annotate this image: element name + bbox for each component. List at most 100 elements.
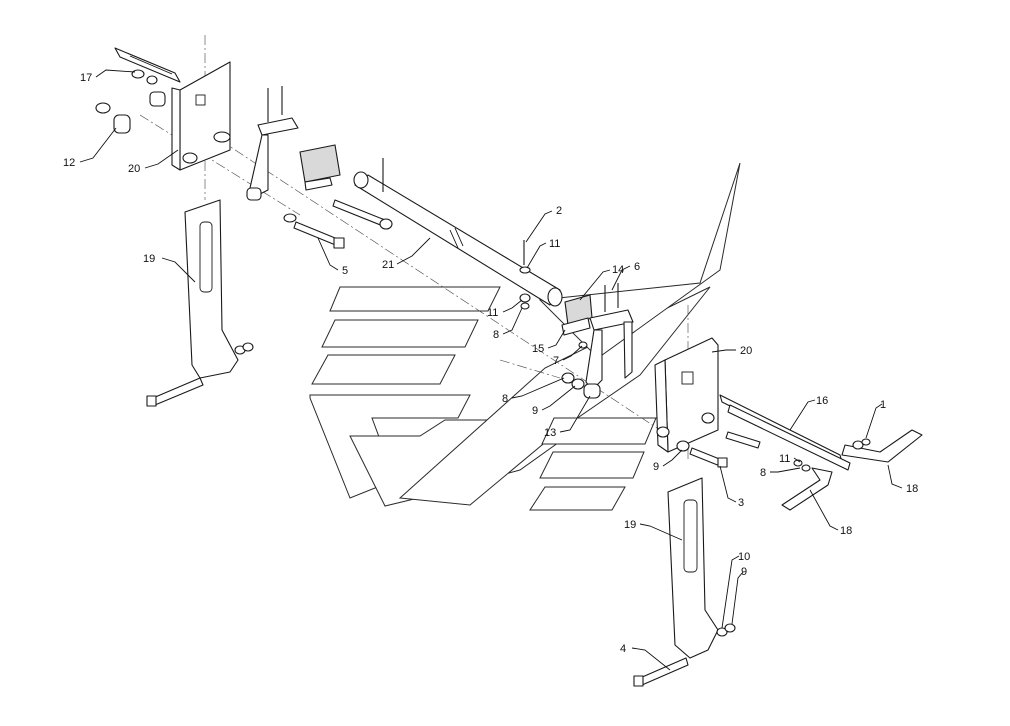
pin-left-1 — [213, 131, 231, 143]
washer-small-left[interactable] — [131, 69, 145, 79]
callout-5: 5 — [342, 265, 348, 277]
nut-arm-19-left[interactable] — [242, 342, 254, 352]
arm-19-left — [146, 199, 254, 407]
washer-11-mid[interactable] — [519, 293, 531, 303]
callout-18-lower: 18 — [840, 525, 852, 537]
leader-1 — [865, 403, 883, 439]
callout-17: 17 — [80, 72, 92, 84]
plate-20-right-square-hole — [681, 371, 694, 385]
leader-18-lower — [809, 489, 839, 531]
bolt-3-head — [717, 457, 728, 468]
pin-right-2 — [656, 426, 670, 438]
callout-9-bottom: 9 — [741, 566, 747, 578]
left-assembly — [95, 47, 393, 249]
leader-3 — [719, 465, 737, 503]
leader-11-right — [793, 457, 801, 463]
shaft-break-2 — [454, 227, 464, 247]
leader-9-bottom — [731, 571, 744, 625]
background-logo — [309, 162, 741, 511]
bolt-long[interactable] — [332, 199, 386, 227]
bolt-1[interactable] — [861, 438, 871, 446]
logo-bar-1 — [329, 286, 501, 312]
bolt-4-head — [633, 675, 644, 687]
center-line-dots — [499, 359, 561, 379]
bracket-bushing[interactable] — [246, 187, 262, 201]
leader-19-right — [639, 523, 683, 541]
logo-bar-4 — [541, 417, 657, 445]
callout-11-right: 11 — [779, 453, 790, 465]
bracket-right-top[interactable] — [589, 309, 634, 331]
bracket-top-plate[interactable] — [257, 117, 299, 136]
slotted-bar-17-slot — [129, 55, 173, 75]
bolt-1-nut[interactable] — [852, 440, 864, 450]
callout-1: 1 — [880, 399, 886, 411]
nut-9-bottom[interactable] — [724, 623, 736, 633]
leader-15 — [547, 329, 566, 349]
leader-lines — [79, 69, 903, 671]
callout-labels: 17 12 20 19 5 21 2 11 14 6 11 8 15 7 20 … — [63, 72, 918, 655]
leader-13 — [559, 395, 591, 433]
leader-20-right — [711, 349, 736, 353]
leader-5 — [317, 237, 339, 271]
leader-16 — [789, 399, 816, 431]
callout-20-left: 20 — [128, 163, 140, 175]
arm-19-right — [633, 477, 736, 687]
nut-left[interactable] — [95, 102, 111, 114]
callout-11-mid: 11 — [487, 307, 498, 319]
slotted-bar-17[interactable] — [114, 47, 181, 83]
nut-8-right[interactable] — [561, 372, 575, 384]
bushing-13[interactable] — [583, 383, 601, 399]
washer-9-plate[interactable] — [676, 440, 690, 452]
bolt-3[interactable] — [689, 447, 723, 467]
leader-20-left — [144, 149, 179, 169]
leader-11-mid — [502, 299, 523, 313]
leader-8-mid — [502, 307, 523, 335]
bent-bar-18-upper[interactable] — [841, 429, 923, 463]
bushing-left-top[interactable] — [149, 91, 166, 107]
logo-bar-3 — [311, 354, 456, 385]
nut-long-bolt[interactable] — [379, 218, 393, 230]
center-hardware — [519, 240, 634, 399]
callout-18-upper: 18 — [906, 483, 918, 495]
shaft-tube[interactable] — [354, 174, 561, 306]
nut-left-top[interactable] — [146, 75, 158, 85]
bolt-5-head — [333, 237, 345, 249]
clamp-plate-15[interactable] — [561, 317, 591, 336]
callout-14: 14 — [612, 264, 624, 276]
leader-18-upper — [887, 464, 903, 489]
bolt-arm-19-left-head — [146, 395, 157, 407]
leader-19-left — [161, 257, 196, 283]
bolt-4[interactable] — [639, 657, 689, 686]
plate-20-left-edge — [171, 87, 181, 171]
bolt-right-short[interactable] — [725, 431, 761, 449]
bracket-leg[interactable] — [249, 134, 269, 196]
nut-8-mid[interactable] — [520, 302, 530, 310]
callout-15: 15 — [532, 343, 544, 355]
callout-9-plate: 9 — [653, 461, 659, 473]
callout-11-top: 11 — [549, 238, 560, 250]
bent-bar-18-lower[interactable] — [781, 467, 833, 511]
bracket-right-leg-2[interactable] — [623, 321, 633, 379]
callout-16: 16 — [816, 395, 828, 407]
leader-11-top — [526, 242, 547, 269]
washer-bolt-5[interactable] — [283, 213, 297, 223]
bushing-12[interactable] — [113, 114, 131, 134]
arm-19-left-slot — [199, 221, 213, 293]
bolt-arm-19-left[interactable] — [152, 377, 204, 406]
callout-8-right: 8 — [502, 393, 508, 405]
clamp-block-left[interactable] — [299, 144, 341, 183]
slotted-bar-16-lower[interactable] — [727, 404, 851, 471]
clamp-base-left[interactable] — [304, 177, 333, 191]
nut-8-right-small[interactable] — [801, 464, 811, 472]
washer-11-top[interactable] — [519, 266, 531, 274]
plate-20-right[interactable] — [664, 337, 719, 453]
callout-8-right-sm: 8 — [760, 467, 766, 479]
bolt-5[interactable] — [293, 221, 341, 247]
center-line-left-bushing — [139, 114, 301, 216]
logo-bar-6 — [529, 486, 626, 511]
callout-7: 7 — [553, 355, 559, 367]
leader-14 — [579, 269, 611, 301]
leader-17 — [95, 69, 136, 78]
